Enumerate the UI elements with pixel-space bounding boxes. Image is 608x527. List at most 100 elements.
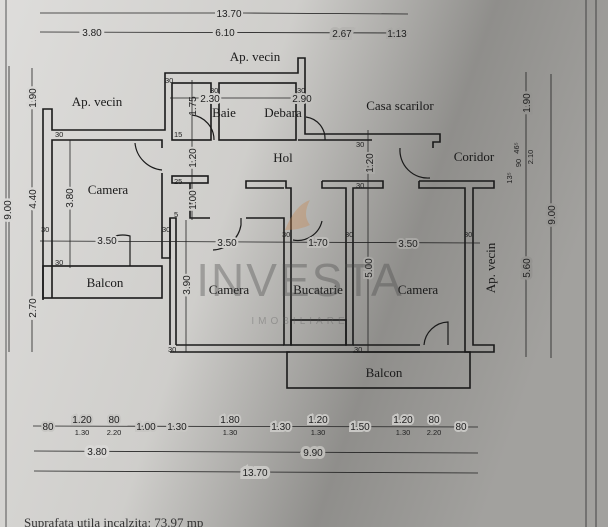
walls [42, 57, 495, 389]
room-balcon-bottom: Balcon [366, 365, 403, 380]
dim-wall-2: 30 [210, 86, 218, 95]
left-dimensions: 9.00 1.90 4.40 2.70 [1, 66, 42, 352]
dim-baie-depth: 1.75 [188, 96, 199, 116]
room-bucatarie: Bucatarie [293, 282, 343, 297]
interior-dimensions: 2.30 2.90 1.75 1.20 1.00 3.80 3.50 3.50 … [39, 76, 481, 354]
opening-width-4: 1.00 [136, 422, 156, 433]
dim-wall-10: 30 [55, 258, 63, 267]
dim-camera-left-width: 3.50 [97, 236, 117, 247]
dim-wall-14: 30 [354, 345, 362, 354]
dim-wall-6: 30 [162, 225, 170, 234]
dim-camera-left-depth: 3.80 [65, 188, 76, 208]
door-balcon-right [423, 321, 449, 346]
room-hol: Hol [273, 150, 293, 165]
opening-width-12: 80 [455, 422, 467, 433]
room-debara: Debara [264, 105, 302, 120]
watermark-tagline: IMOBILIARE [251, 316, 348, 327]
right-dim-2: 2.10 [526, 150, 535, 165]
dim-wall-9: 30 [464, 230, 472, 239]
dim-wall-8: 30 [345, 230, 353, 239]
watermark-flame-icon [285, 200, 310, 230]
dim-wall-1: 30 [165, 76, 173, 85]
room-casa-scarilor: Casa scarilor [366, 98, 434, 113]
dim-wall-4: 30 [55, 130, 63, 139]
dim-camera-middle-width: 3.50 [217, 238, 237, 249]
room-ap-vecin-right: Ap. vecin [483, 242, 498, 293]
bottom-dim-2: 9.90 [303, 448, 323, 459]
doors [106, 114, 449, 346]
opening-width-9: 1.50 [350, 422, 370, 433]
right-dimensions: 1.90 2.10 46⁵ 90 13⁵ 5.60 9.00 [505, 72, 561, 358]
dim-camera-right-depth: 5.00 [364, 258, 375, 278]
top-dim-1: 3.80 [82, 28, 102, 39]
room-balcon-left: Balcon [87, 275, 124, 290]
opening-height-6: 1.30 [223, 428, 238, 437]
room-coridor: Coridor [454, 149, 495, 164]
left-total-dim: 9.00 [3, 200, 14, 220]
bottom-total-dim: 13.70 [242, 468, 267, 479]
top-dimensions: 13.70 3.80 6.10 2.67 1.13 [39, 9, 409, 43]
dim-hol-right: 1.20 [365, 153, 376, 173]
top-dim-3: 2.67 [332, 29, 352, 40]
watermark-brand: INVESTA [196, 254, 403, 306]
room-labels: Ap. vecin Ap. vecin Baie Debara Casa sca… [72, 49, 498, 380]
door-coridor [399, 147, 431, 179]
opening-width-8: 1.20 [308, 415, 328, 426]
dim-wall-7: 30 [282, 230, 290, 239]
opening-width-11: 80 [428, 415, 440, 426]
left-dim-2: 4.40 [28, 189, 39, 209]
dim-camera-right-width: 3.50 [398, 239, 418, 250]
right-total-dim: 9.00 [547, 205, 558, 225]
opening-width-3: 80 [108, 415, 120, 426]
room-camera-middle: Camera [209, 282, 250, 297]
door-debara [305, 116, 326, 141]
room-camera-left: Camera [88, 182, 129, 197]
door-bucatarie [292, 220, 323, 242]
dim-hol-1: 1.20 [188, 148, 199, 168]
dim-hol-2: 1.00 [188, 190, 199, 210]
opening-width-5: 1.30 [167, 422, 187, 433]
bottom-dim-1: 3.80 [87, 447, 107, 458]
bottom-openings: 80 1.20 1.30 80 2.20 1.00 1.30 1.80 1.30 1.30 1.20… [32, 413, 479, 437]
opening-width-2: 1.20 [72, 415, 92, 426]
dim-wall-12: 30 [356, 140, 364, 149]
watermark-logo: INVESTA IMOBILIARE [196, 200, 403, 327]
door-balcon-left [106, 234, 131, 266]
dim-bucatarie-width: 1.70 [308, 238, 328, 249]
dim-small-25: 25 [174, 177, 182, 186]
bottom-dimensions: 3.80 9.90 13.70 [33, 444, 479, 482]
left-dim-1: 1.90 [28, 88, 39, 108]
dim-debara-width: 2.90 [292, 94, 312, 105]
door-camera-middle [212, 218, 242, 251]
usable-area-text: Suprafata utila incalzita: 73.97 mp [24, 515, 203, 527]
room-ap-vecin-left: Ap. vecin [72, 94, 123, 109]
right-dim-extra-3: 13⁵ [505, 172, 514, 183]
right-dim-extra-1: 46⁵ [512, 142, 521, 153]
dim-wall-13: 30 [356, 181, 364, 190]
opening-width-6: 1.80 [220, 415, 240, 426]
opening-height-11: 2.20 [427, 428, 442, 437]
door-camera-left [134, 142, 163, 171]
dim-small-5: 5 [174, 210, 178, 219]
opening-width-1: 80 [42, 422, 54, 433]
opening-height-8: 1.30 [311, 428, 326, 437]
top-dim-4: 1.13 [387, 29, 407, 40]
dim-wall-3: 30 [297, 86, 305, 95]
right-dim-3: 5.60 [522, 258, 533, 278]
opening-height-3: 2.20 [107, 428, 122, 437]
dim-wall-5: 30 [41, 225, 49, 234]
opening-height-10: 1.30 [396, 428, 411, 437]
top-dim-2: 6.10 [215, 28, 235, 39]
right-dim-extra-2: 90 [514, 159, 523, 167]
room-ap-vecin-top: Ap. vecin [230, 49, 281, 64]
top-total-dim: 13.70 [216, 9, 241, 20]
opening-width-7: 1.30 [271, 422, 291, 433]
opening-height-2: 1.30 [75, 428, 90, 437]
left-dim-3: 2.70 [28, 298, 39, 318]
dim-baie-width: 2.30 [200, 94, 220, 105]
room-baie: Baie [212, 105, 236, 120]
opening-width-10: 1.20 [393, 415, 413, 426]
dim-small-15: 15 [174, 130, 182, 139]
